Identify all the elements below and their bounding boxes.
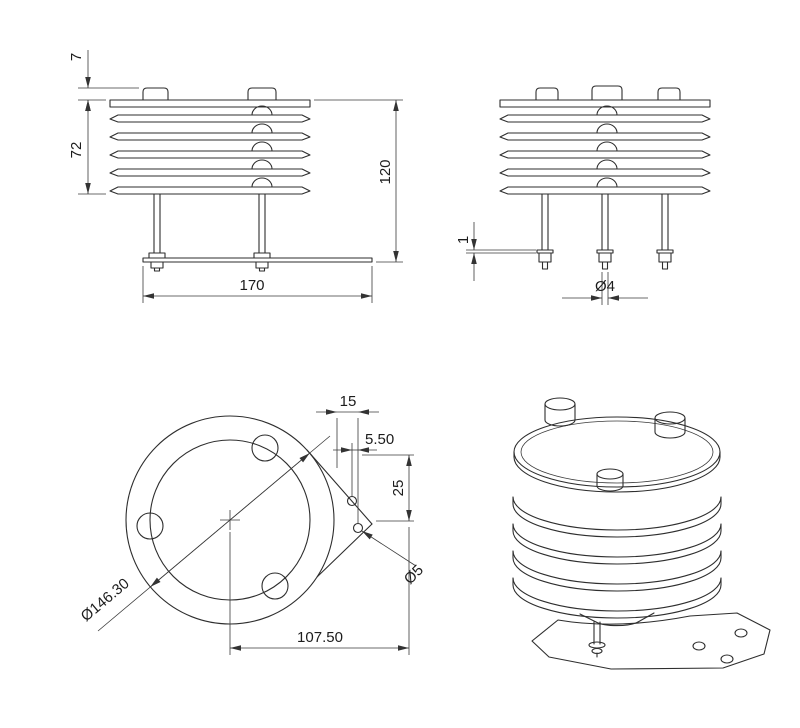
dim-label-7: 7 [68, 53, 85, 61]
dim-label-5-50: 5.50 [365, 431, 394, 448]
bottom-view: 15 5.50 25 Ø5 Ø146.30 107.50 [78, 393, 427, 655]
bottom-dimensions: 15 5.50 25 Ø5 Ø146.30 107.50 [78, 393, 427, 655]
dim-label-dia4: Ø4 [595, 278, 615, 295]
front-shield-body [109, 87, 311, 195]
dim-label-1: 1 [455, 236, 472, 244]
dim-label-107-50: 107.50 [297, 629, 343, 646]
dim-label-dia5: Ø5 [401, 562, 427, 588]
side-view: 1 Ø4 [455, 85, 711, 305]
dim-label-170: 170 [239, 277, 264, 294]
isometric-view [512, 397, 771, 670]
side-shield-body [499, 85, 711, 195]
front-base-plate [142, 257, 373, 263]
side-mounting-legs [536, 193, 674, 270]
bottom-plate-outline [125, 415, 373, 625]
iso-shield-body [512, 397, 722, 627]
side-dimensions: 1 Ø4 [455, 222, 648, 305]
front-mounting-legs [148, 193, 271, 272]
dim-label-25: 25 [390, 480, 407, 497]
dim-label-dia146-30: Ø146.30 [78, 575, 133, 625]
dim-label-72: 72 [68, 142, 85, 159]
front-view: 7 72 120 170 [68, 50, 403, 303]
dim-label-120: 120 [377, 159, 394, 184]
iso-mounting-bolt [588, 621, 606, 658]
iso-mounting-bracket [531, 612, 771, 670]
dim-label-15: 15 [340, 393, 357, 410]
front-dimensions: 7 72 120 170 [68, 50, 403, 303]
